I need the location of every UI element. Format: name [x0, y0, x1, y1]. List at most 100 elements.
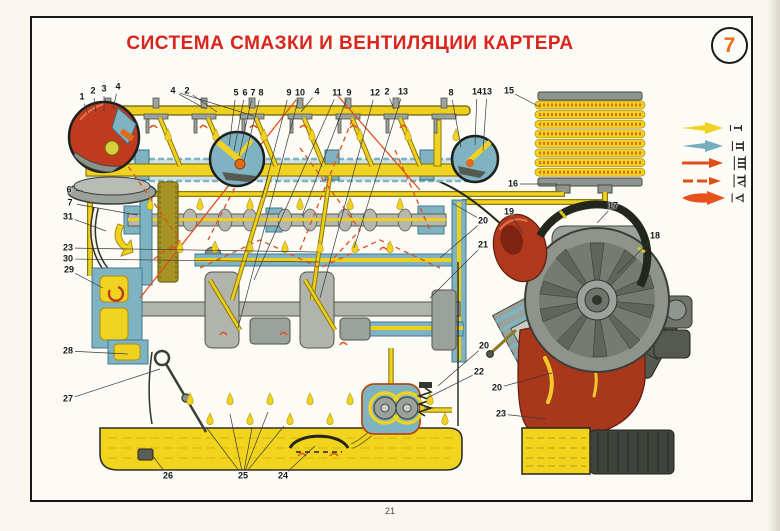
teal-arrow-icon — [682, 139, 723, 152]
callout-16: 16 — [507, 178, 519, 189]
callout-12: 12 — [369, 87, 381, 98]
callout-18: 18 — [649, 230, 661, 241]
callout-20: 20 — [477, 215, 489, 226]
callout-24: 24 — [277, 470, 289, 481]
leader-line-25 — [205, 426, 240, 471]
leader-line-10 — [237, 99, 299, 329]
leader-line-6 — [233, 99, 245, 152]
callout-8: 8 — [448, 87, 454, 98]
leader-line-25 — [229, 413, 242, 470]
callout-4: 4 — [170, 85, 176, 96]
callout-30: 30 — [62, 253, 74, 264]
callout-20: 20 — [491, 382, 503, 393]
leader-line-6 — [75, 190, 84, 192]
yellow-arrow-icon — [682, 122, 723, 134]
callout-20: 20 — [478, 340, 490, 351]
legend-row-gas-solid: III — [681, 156, 755, 170]
oil-cooler — [534, 91, 646, 194]
leader-line-12 — [319, 99, 374, 299]
leader-line-2 — [93, 97, 97, 113]
callout-2: 2 — [384, 86, 390, 97]
legend-numeral: I — [729, 125, 742, 131]
callout-3: 3 — [101, 83, 107, 94]
leader-line-26 — [151, 454, 165, 471]
leader-line-25 — [245, 411, 269, 470]
callout-11: 11 — [332, 87, 342, 98]
callout-7: 7 — [67, 197, 73, 208]
leader-line-20 — [437, 350, 479, 387]
engine-exterior-view — [486, 200, 693, 475]
page-edge-shadow — [768, 0, 780, 531]
leader-line-7 — [238, 99, 252, 157]
callout-13: 13 — [397, 86, 409, 97]
leader-line-7 — [76, 203, 138, 216]
callout-2: 2 — [184, 85, 190, 96]
oil-filler-and-front-cover — [67, 176, 157, 365]
leader-line-14 — [474, 98, 478, 146]
leader-line-20 — [451, 202, 478, 218]
leader-line-8 — [451, 99, 462, 148]
leader-line-20 — [439, 225, 478, 259]
legend-numeral: V — [731, 193, 744, 203]
legend-row-oil-pressure: I — [681, 121, 755, 135]
legend-row-exhaust: V — [681, 191, 755, 205]
leader-line-4 — [178, 94, 207, 110]
legend-row-gas-dashed: IV — [681, 173, 755, 188]
callout-6: 6 — [66, 184, 72, 195]
leader-line-15 — [515, 93, 541, 108]
callout-9: 9 — [286, 87, 292, 98]
callout-27: 27 — [62, 393, 74, 404]
leader-line-2 — [389, 98, 395, 110]
callout-31: 31 — [62, 211, 74, 222]
crankshaft-assembly — [139, 175, 467, 363]
callout-4: 4 — [314, 86, 320, 97]
leader-line-4 — [112, 93, 117, 110]
callout-17: 17 — [607, 200, 619, 211]
callout-19: 19 — [503, 206, 515, 217]
leader-line-22 — [424, 374, 473, 400]
callout-15: 15 — [503, 85, 515, 96]
plate-number: 7 — [711, 27, 748, 64]
callout-22: 22 — [473, 366, 485, 377]
leader-line-5 — [228, 99, 236, 147]
callout-21: 21 — [477, 239, 489, 250]
large-red-arrow-icon — [682, 191, 725, 205]
leader-line-23 — [74, 247, 318, 253]
detail-inset-left — [67, 100, 141, 174]
poster-title: СИСТЕМА СМАЗКИ И ВЕНТИЛЯЦИИ КАРТЕРА — [126, 33, 574, 54]
callout-8: 8 — [258, 87, 264, 98]
leader-line-8 — [243, 99, 260, 162]
detail-inset-middle — [208, 130, 266, 188]
leader-line-28 — [74, 350, 129, 355]
flow-legend: I II III IV V — [681, 121, 755, 209]
leader-line-27 — [74, 368, 161, 398]
leader-line-24 — [287, 445, 316, 472]
callout-23: 23 — [62, 242, 74, 253]
legend-numeral: III — [733, 156, 746, 170]
leader-line-2 — [192, 94, 218, 113]
leader-line-18 — [616, 240, 651, 275]
leader-line-1 — [83, 103, 89, 115]
leader-line-25 — [243, 427, 253, 470]
callout-4: 4 — [115, 81, 121, 92]
callout-1: 1 — [79, 91, 85, 102]
callout-23: 23 — [495, 408, 507, 419]
oil-pump — [350, 348, 452, 449]
leader-line-13 — [482, 98, 487, 152]
callout-9: 9 — [346, 87, 352, 98]
leader-line-19 — [512, 217, 524, 234]
callout-6: 6 — [242, 87, 248, 98]
legend-numeral: II — [731, 140, 744, 151]
leader-line-23 — [507, 414, 547, 420]
legend-numeral: IV — [733, 173, 746, 188]
leader-line-21 — [429, 249, 479, 299]
leader-line-17 — [596, 210, 609, 224]
leader-line-30 — [74, 258, 320, 263]
leader-line-9 — [301, 99, 347, 217]
leader-line-4 — [300, 97, 313, 113]
callout-14: 14 — [471, 86, 483, 97]
leader-line-20 — [503, 372, 553, 387]
leader-line-9 — [261, 99, 288, 199]
